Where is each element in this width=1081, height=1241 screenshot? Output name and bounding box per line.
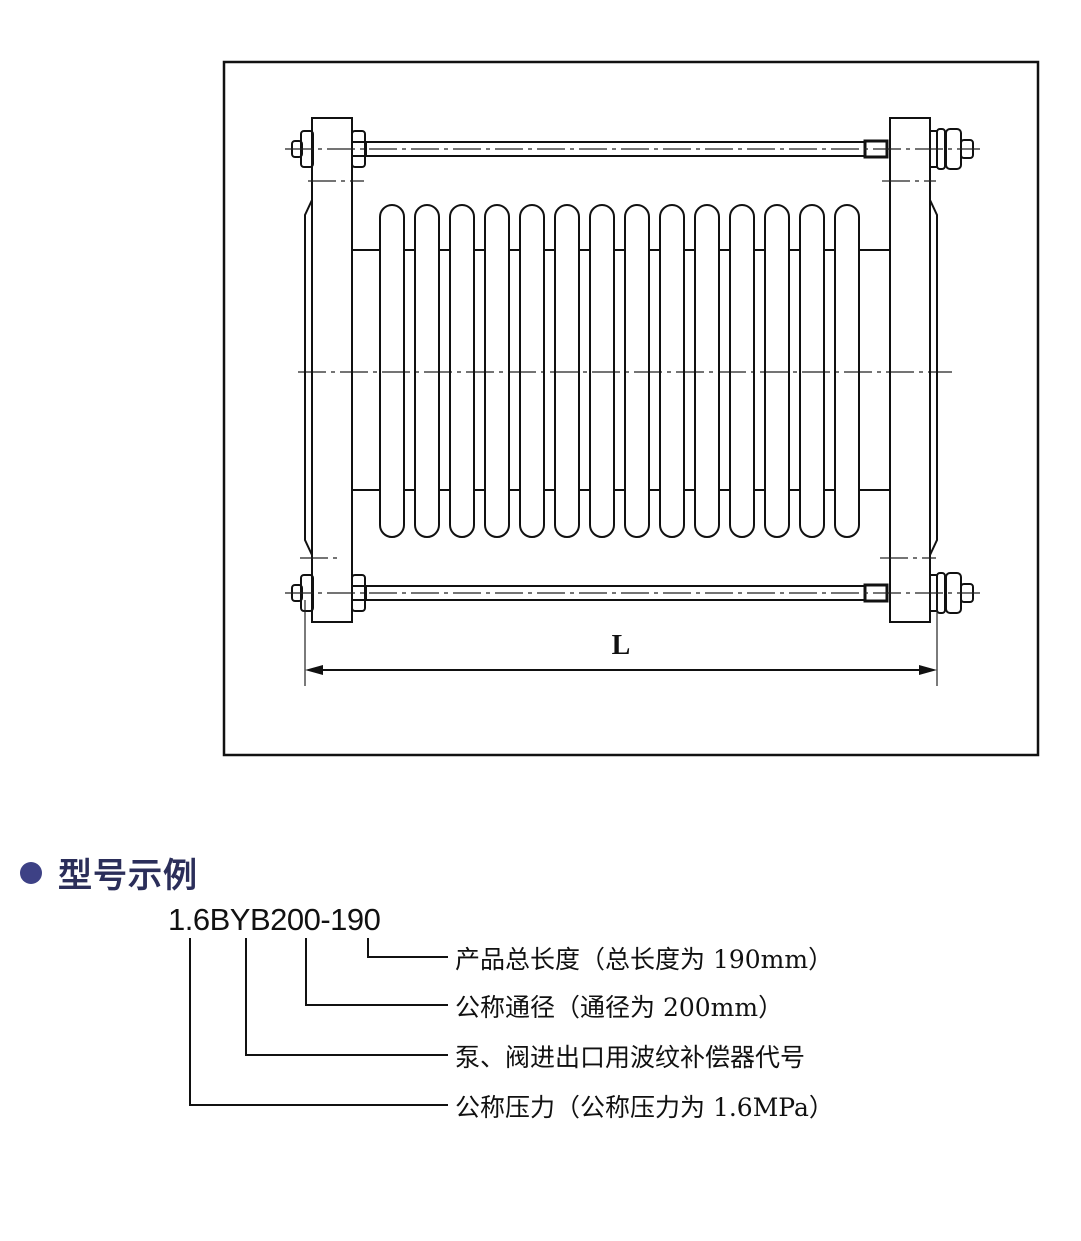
model-code-leaders: [189, 938, 448, 1106]
left-pipe-end: [304, 199, 380, 556]
left-flange: [311, 117, 353, 623]
arrow-right-icon: [919, 665, 937, 675]
convolution: [624, 204, 650, 538]
convolution: [799, 204, 825, 538]
convolution: [694, 204, 720, 538]
convolution: [764, 204, 790, 538]
tie-rod-assembly: [285, 128, 980, 170]
convolution: [659, 204, 685, 538]
bolt-hole-centerlines: [300, 180, 936, 559]
leader-type-code: [245, 938, 448, 1056]
leader-length: [367, 938, 448, 958]
convolution: [484, 204, 510, 538]
convolution: [414, 204, 440, 538]
convolution: [589, 204, 615, 538]
annotation-type-code: 泵、阀进出口用波纹补偿器代号: [455, 1043, 806, 1072]
annotation-diameter: 公称通径（通径为 200mm）: [455, 993, 784, 1022]
heading-text: 型号示例: [58, 856, 198, 896]
tie-rod-assembly: [285, 572, 980, 614]
right-flange: [889, 117, 931, 623]
arrow-left-icon: [305, 665, 323, 675]
convolution: [729, 204, 755, 538]
convolution: [834, 204, 860, 538]
convolution: [449, 204, 475, 538]
annotation-length: 产品总长度（总长度为 190mm）: [455, 945, 834, 974]
length-dimension: L: [304, 600, 938, 686]
bullet-icon: [20, 861, 42, 884]
tie-rods: [285, 128, 980, 614]
convolution: [379, 204, 405, 538]
drawing-frame: [222, 60, 1040, 757]
leader-diameter: [305, 938, 448, 1006]
section-heading: 型号示例: [20, 848, 198, 897]
convolution: [554, 204, 580, 538]
annotation-pressure: 公称压力（公称压力为 1.6MPa）: [455, 1093, 834, 1122]
dimension-label: L: [612, 630, 631, 661]
right-pipe-end: [860, 199, 938, 556]
leader-pressure: [189, 938, 448, 1106]
model-code: 1.6BYB200-190: [168, 902, 381, 937]
bellows-convolutions: [379, 204, 860, 538]
convolution: [519, 204, 545, 538]
